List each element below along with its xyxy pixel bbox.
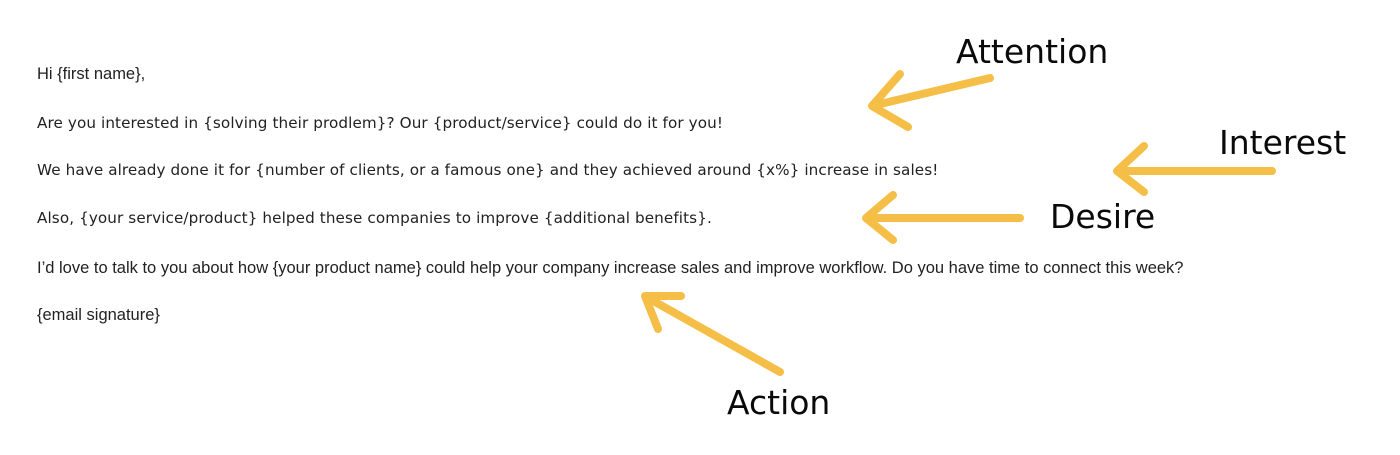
email-desire-line: Also, {your service/product} helped thes… <box>37 209 712 227</box>
email-interest-line: We have already done it for {number of c… <box>37 161 939 179</box>
email-signature: {email signature} <box>37 306 160 324</box>
label-interest: Interest <box>1219 123 1347 162</box>
email-action-line: I’d love to talk to you about how {your … <box>37 259 1184 277</box>
arrow-action <box>641 292 784 376</box>
label-attention: Attention <box>956 32 1109 71</box>
email-greeting: Hi {first name}, <box>37 65 146 83</box>
label-desire: Desire <box>1050 197 1156 236</box>
label-action: Action <box>727 383 831 422</box>
arrow-desire <box>862 191 1024 244</box>
arrow-attention <box>868 70 994 131</box>
email-attention-line: Are you interested in {solving their pro… <box>37 114 724 132</box>
